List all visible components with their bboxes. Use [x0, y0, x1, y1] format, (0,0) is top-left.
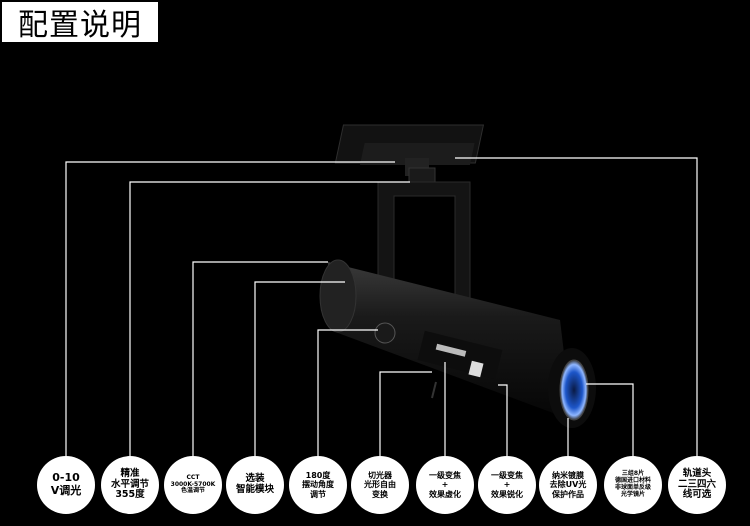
callout-text: 选装 智能模块: [235, 473, 274, 495]
callout-smart: 选装 智能模块: [226, 456, 284, 514]
callout-text: 三组8片 德国进口材料 非球面单反级 光学镜片: [614, 470, 651, 498]
callout-track: 轨道头 二三四六 线可选: [668, 456, 726, 514]
callout-tilt: 180度 摆动角度 调节: [289, 456, 347, 514]
leader-lines: [65, 157, 698, 456]
callout-coating: 纳米镀膜 去除UV光 保护作品: [539, 456, 597, 514]
callout-text: 一级变焦 + 效果锐化: [491, 471, 523, 499]
callout-text: 切光器 光形自由 变换: [364, 471, 396, 499]
callout-text: CCT 3000K-5700K 色温调节: [170, 473, 216, 495]
callout-text: 180度 摆动角度 调节: [302, 471, 334, 499]
track-head: [334, 124, 485, 195]
callout-zoom-blur: 一级变焦 + 效果虚化: [416, 456, 474, 514]
callout-horizontal: 精准 水平调节 355度: [101, 456, 159, 514]
callout-dimming: 0-10 V调光: [37, 456, 95, 514]
callout-lens: 三组8片 德国进口材料 非球面单反级 光学镜片: [604, 456, 662, 514]
callout-text: 0-10 V调光: [50, 471, 82, 497]
callout-text: 精准 水平调节 355度: [110, 467, 149, 501]
title-box: 配置说明: [0, 0, 160, 44]
callout-text: 纳米镀膜 去除UV光 保护作品: [549, 471, 587, 499]
callout-shutter: 切光器 光形自由 变换: [351, 456, 409, 514]
callout-text: 轨道头 二三四六 线可选: [677, 467, 716, 501]
callout-cct: CCT 3000K-5700K 色温调节: [164, 456, 222, 514]
callout-zoom-sharp: 一级变焦 + 效果锐化: [478, 456, 536, 514]
callout-text: 一级变焦 + 效果虚化: [429, 471, 461, 499]
page-title: 配置说明: [18, 8, 142, 43]
lens: [559, 359, 589, 421]
